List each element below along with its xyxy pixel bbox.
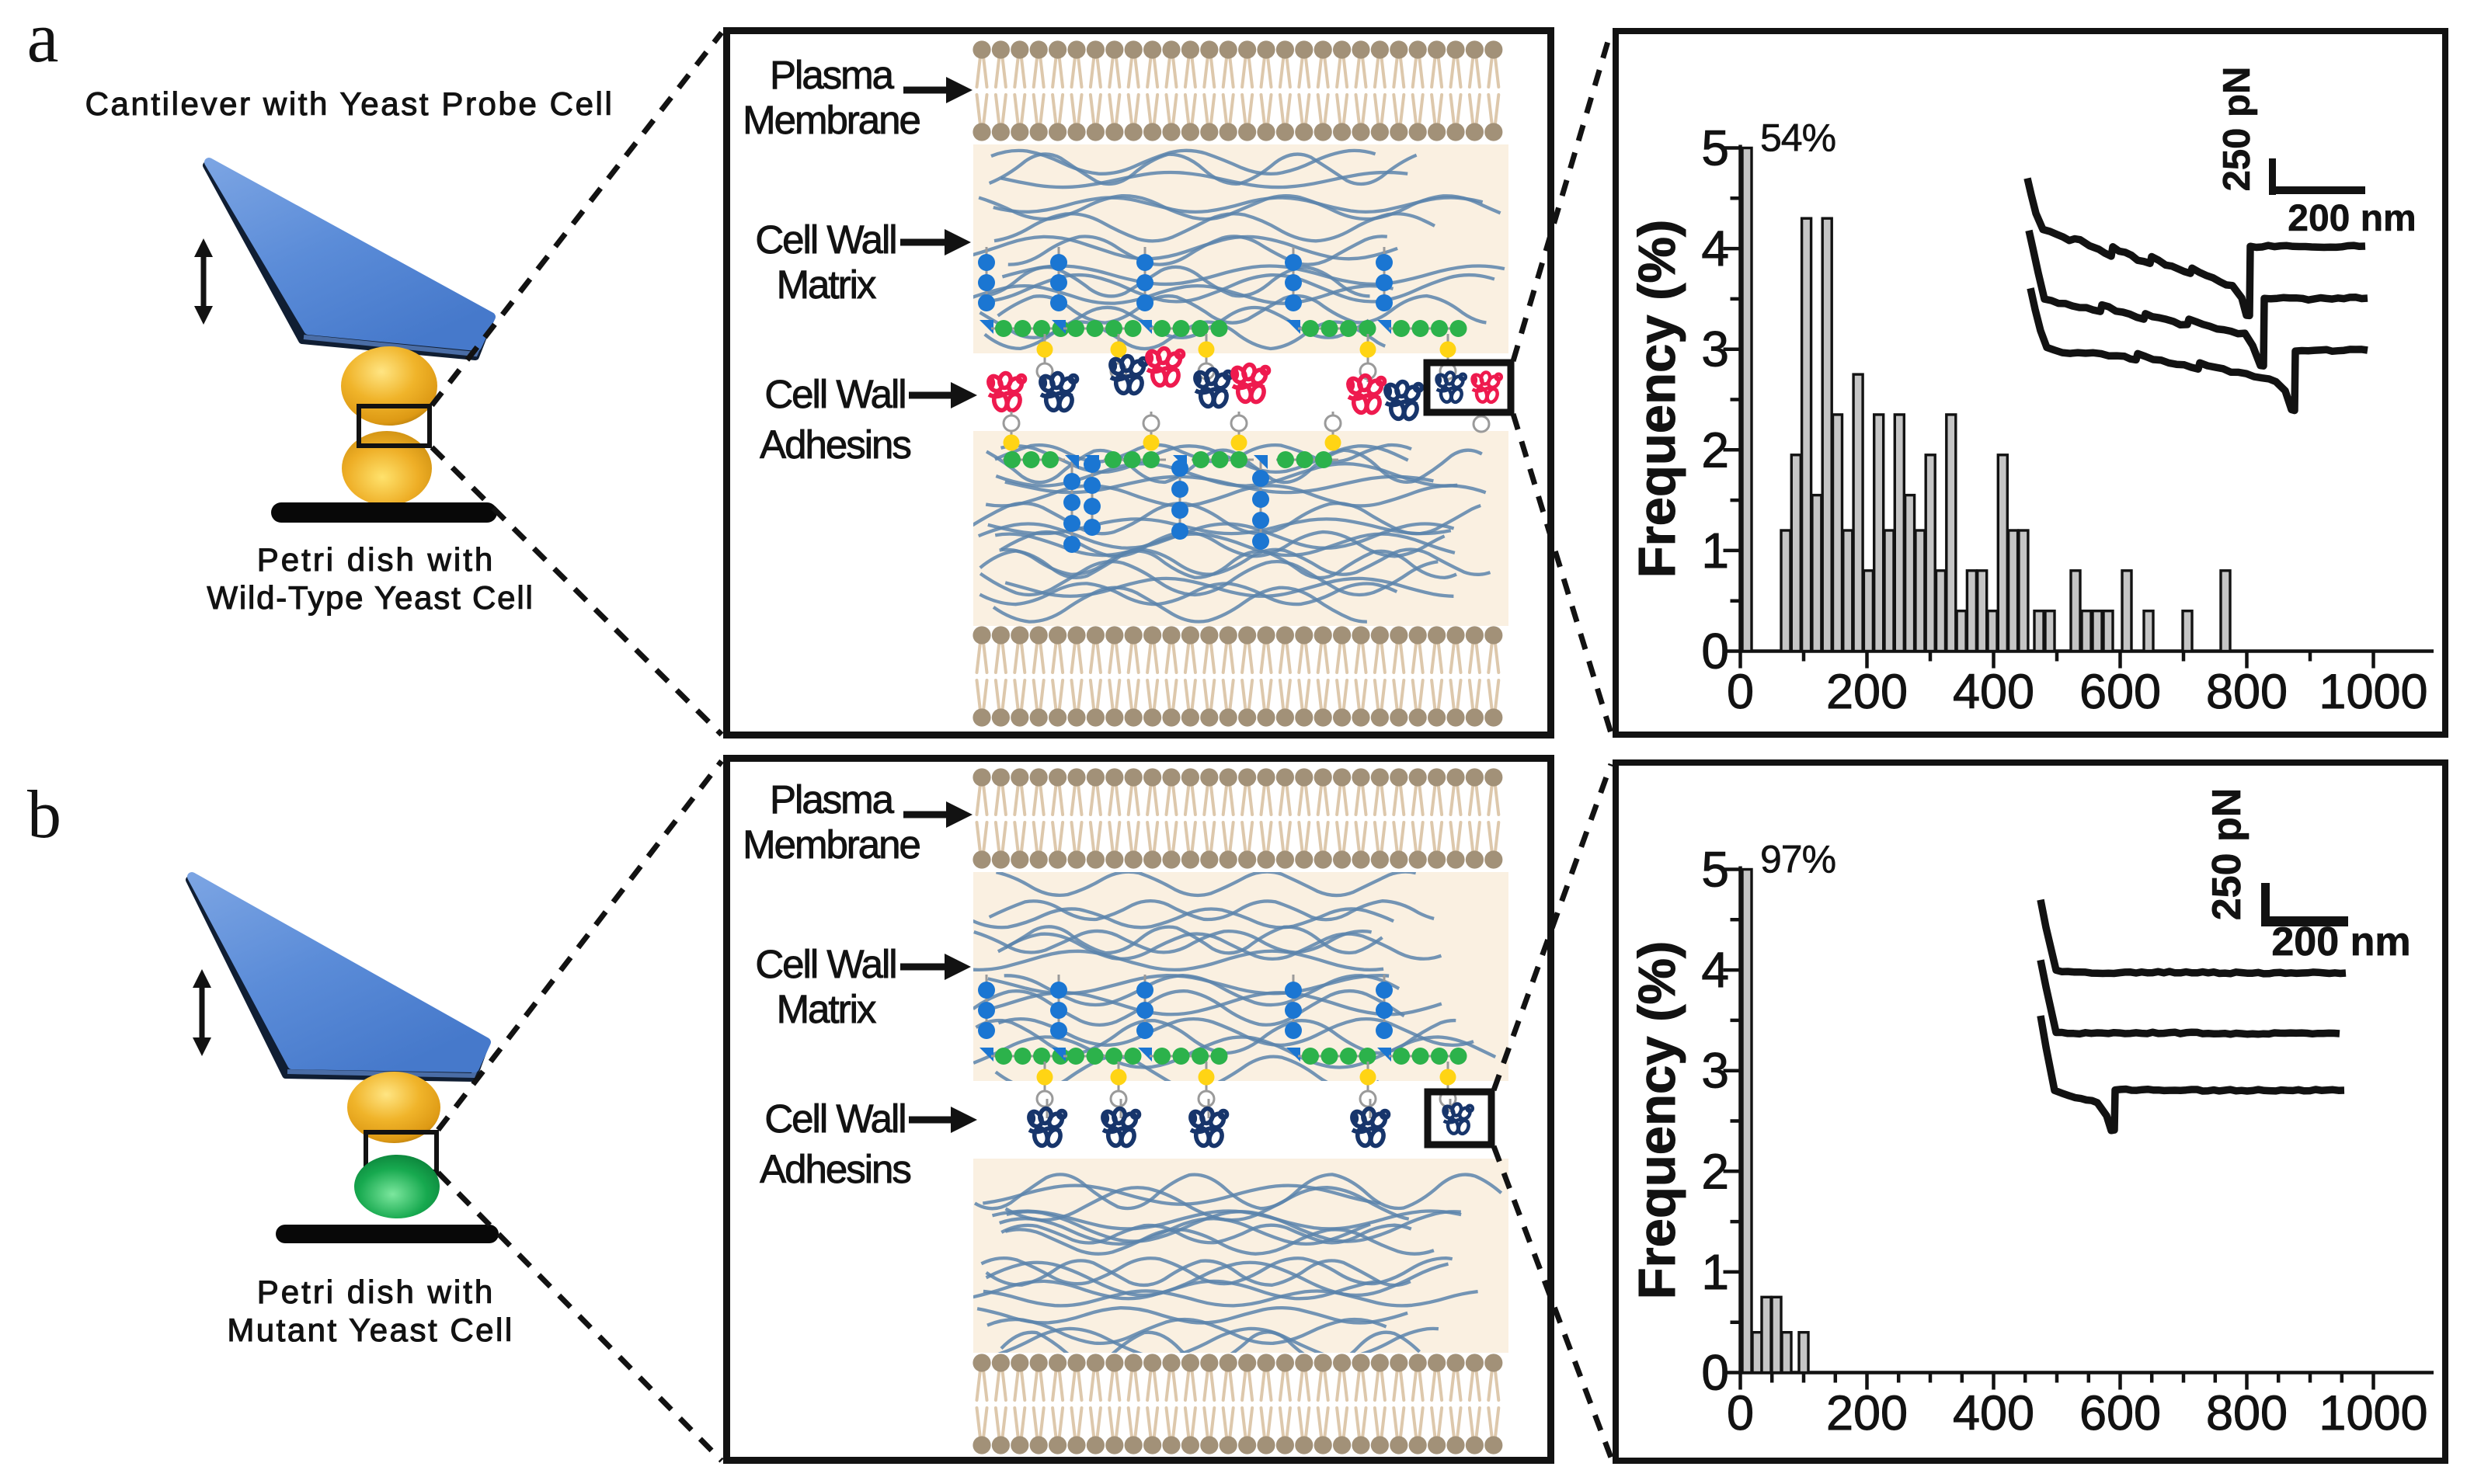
svg-text:97%: 97% xyxy=(1760,838,1835,881)
svg-text:1: 1 xyxy=(1701,523,1729,579)
svg-text:600: 600 xyxy=(2079,1386,2161,1441)
svg-text:Membrane: Membrane xyxy=(743,822,920,867)
svg-text:5: 5 xyxy=(1701,120,1729,176)
svg-text:Plasma: Plasma xyxy=(770,777,895,822)
svg-text:200: 200 xyxy=(1826,1386,1908,1441)
svg-text:0: 0 xyxy=(1701,1345,1729,1401)
svg-text:800: 800 xyxy=(2206,1386,2288,1441)
svg-text:a: a xyxy=(27,0,59,77)
svg-text:1: 1 xyxy=(1701,1244,1729,1300)
svg-text:Cell Wall: Cell Wall xyxy=(755,942,896,986)
svg-text:Frequency (%): Frequency (%) xyxy=(1628,220,1686,579)
svg-text:5: 5 xyxy=(1701,842,1729,898)
svg-text:Adhesins: Adhesins xyxy=(760,1147,910,1191)
svg-text:200 nm: 200 nm xyxy=(2271,919,2410,964)
svg-text:4: 4 xyxy=(1701,221,1729,276)
svg-text:Petri dish with: Petri dish with xyxy=(257,1274,495,1310)
svg-text:Matrix: Matrix xyxy=(777,262,876,307)
svg-text:Wild-Type Yeast Cell: Wild-Type Yeast Cell xyxy=(207,579,534,616)
svg-text:1000: 1000 xyxy=(2319,1386,2427,1441)
svg-text:2: 2 xyxy=(1701,1143,1729,1199)
svg-text:3: 3 xyxy=(1701,321,1729,377)
svg-text:0: 0 xyxy=(1701,624,1729,679)
svg-text:Cell Wall: Cell Wall xyxy=(764,1096,905,1141)
svg-text:Matrix: Matrix xyxy=(777,987,876,1031)
svg-text:600: 600 xyxy=(2079,665,2161,719)
svg-text:Frequency (%): Frequency (%) xyxy=(1628,941,1686,1300)
svg-text:4: 4 xyxy=(1701,942,1729,998)
svg-text:800: 800 xyxy=(2206,665,2288,719)
svg-text:2: 2 xyxy=(1701,422,1729,478)
svg-text:3: 3 xyxy=(1701,1043,1729,1099)
svg-text:400: 400 xyxy=(1953,1386,2034,1441)
svg-text:400: 400 xyxy=(1953,665,2034,719)
svg-text:0: 0 xyxy=(1727,665,1754,719)
svg-text:200 nm: 200 nm xyxy=(2288,198,2416,239)
svg-text:1000: 1000 xyxy=(2319,665,2427,719)
svg-text:Adhesins: Adhesins xyxy=(760,422,910,467)
svg-text:Membrane: Membrane xyxy=(743,98,920,142)
svg-text:Cell Wall: Cell Wall xyxy=(764,372,905,416)
svg-text:200: 200 xyxy=(1826,665,1908,719)
svg-text:0: 0 xyxy=(1727,1386,1754,1441)
svg-text:Cell Wall: Cell Wall xyxy=(755,217,896,262)
svg-text:54%: 54% xyxy=(1760,116,1835,160)
svg-text:250 pN: 250 pN xyxy=(2204,788,2250,921)
svg-text:250 pN: 250 pN xyxy=(2216,67,2258,192)
svg-text:Cantilever with Yeast Probe Ce: Cantilever with Yeast Probe Cell xyxy=(85,85,614,122)
svg-text:Plasma: Plasma xyxy=(770,53,895,97)
svg-text:Mutant Yeast Cell: Mutant Yeast Cell xyxy=(227,1312,513,1348)
svg-text:b: b xyxy=(27,777,61,853)
svg-text:Petri dish with: Petri dish with xyxy=(257,541,495,578)
